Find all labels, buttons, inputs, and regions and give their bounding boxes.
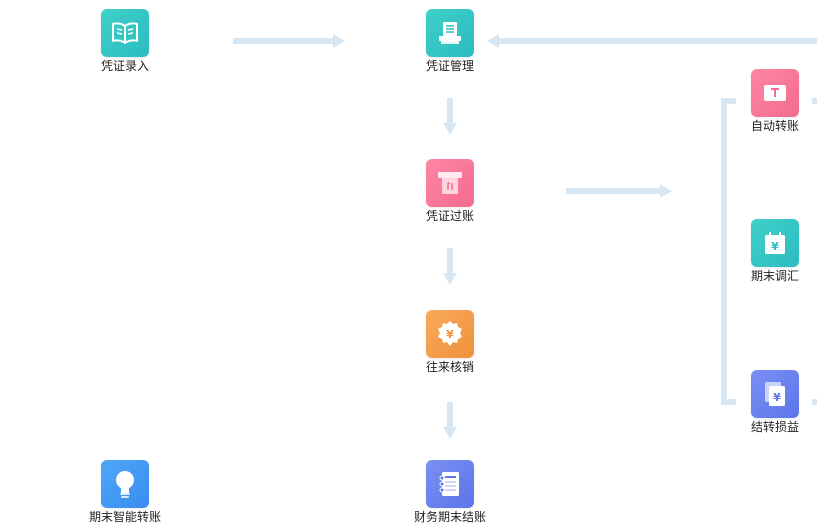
voucher-post-tile[interactable] bbox=[426, 159, 474, 207]
book-icon bbox=[111, 21, 139, 45]
voucher-mgmt-tile[interactable] bbox=[426, 9, 474, 57]
transfer-icon bbox=[761, 80, 789, 106]
arrowhead-right bbox=[333, 34, 345, 48]
node-auto-transfer[interactable]: 自动转账 bbox=[751, 69, 799, 133]
stub-right-auto bbox=[812, 98, 817, 104]
svg-text:¥: ¥ bbox=[773, 391, 781, 404]
voucher-entry-tile[interactable] bbox=[101, 9, 149, 57]
node-smart-transfer[interactable]: 期末智能转账 bbox=[89, 460, 161, 524]
node-label: 财务期末结账 bbox=[413, 510, 487, 524]
node-label: 自动转账 bbox=[750, 119, 800, 133]
svg-text:¥: ¥ bbox=[446, 328, 454, 341]
bracket-top-tick bbox=[721, 98, 736, 104]
smart-transfer-tile[interactable] bbox=[101, 460, 149, 508]
svg-text:¥: ¥ bbox=[771, 240, 779, 253]
node-label: 凭证管理 bbox=[425, 59, 475, 73]
arrowhead-left bbox=[487, 34, 499, 48]
reconcile-tile[interactable]: ¥ bbox=[426, 310, 474, 358]
notebook-icon bbox=[436, 469, 464, 499]
auto-transfer-tile[interactable] bbox=[751, 69, 799, 117]
connector-entry-to-mgmt bbox=[233, 38, 335, 44]
node-label: 凭证过账 bbox=[425, 209, 475, 223]
printer-icon bbox=[436, 19, 464, 47]
bracket-bottom-tick bbox=[721, 399, 736, 405]
arrowhead-down bbox=[443, 273, 457, 285]
node-reconcile[interactable]: ¥ 往来核销 bbox=[426, 310, 474, 374]
node-fx-adjust[interactable]: ¥ 期末调汇 bbox=[751, 219, 799, 283]
lightbulb-icon bbox=[112, 468, 138, 500]
connector-post-to-reconcile bbox=[447, 248, 453, 274]
node-voucher-entry[interactable]: 凭证录入 bbox=[101, 9, 149, 73]
post-icon bbox=[436, 169, 464, 197]
node-profit-loss[interactable]: ¥ 结转损益 bbox=[751, 370, 799, 434]
bracket-vertical bbox=[721, 98, 727, 405]
node-label: 期末智能转账 bbox=[88, 510, 162, 524]
node-period-close[interactable]: 财务期末结账 bbox=[414, 460, 486, 524]
fx-adjust-tile[interactable]: ¥ bbox=[751, 219, 799, 267]
node-voucher-mgmt[interactable]: 凭证管理 bbox=[426, 9, 474, 73]
node-label: 结转损益 bbox=[750, 420, 800, 434]
arrowhead-down bbox=[443, 427, 457, 439]
calendar-yen-icon: ¥ bbox=[761, 229, 789, 257]
yen-badge-icon: ¥ bbox=[435, 319, 465, 349]
connector-reconcile-to-close bbox=[447, 402, 453, 428]
profit-loss-tile[interactable]: ¥ bbox=[751, 370, 799, 418]
connector-post-to-bracket bbox=[566, 188, 662, 194]
arrowhead-down bbox=[443, 123, 457, 135]
node-label: 往来核销 bbox=[425, 360, 475, 374]
period-close-tile[interactable] bbox=[426, 460, 474, 508]
arrowhead-right bbox=[660, 184, 672, 198]
node-voucher-post[interactable]: 凭证过账 bbox=[426, 159, 474, 223]
stub-right-pl bbox=[812, 399, 817, 405]
documents-yen-icon: ¥ bbox=[761, 379, 789, 409]
node-label: 期末调汇 bbox=[750, 269, 800, 283]
connector-mgmt-to-post bbox=[447, 98, 453, 124]
connector-right-to-mgmt bbox=[498, 38, 817, 44]
node-label: 凭证录入 bbox=[100, 59, 150, 73]
